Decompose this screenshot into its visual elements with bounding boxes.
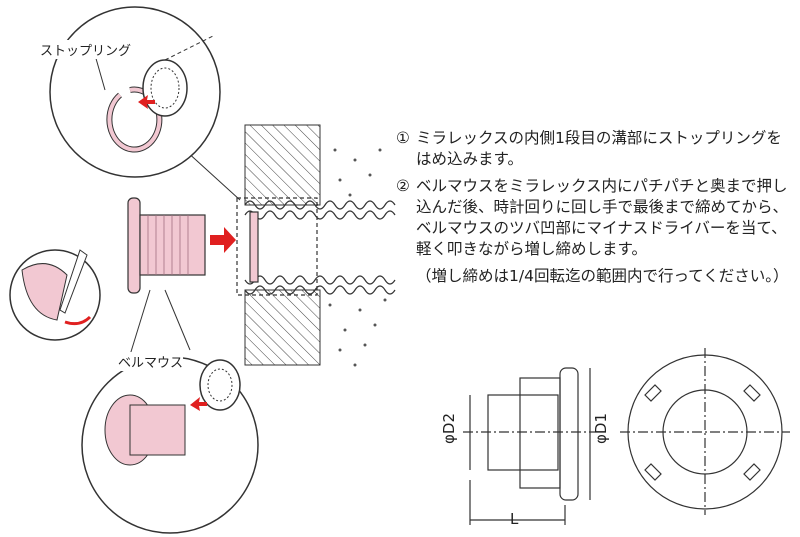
step-number: ②	[396, 177, 410, 195]
front-view-drawing	[620, 348, 790, 515]
step-2: ② ベルマウスをミラレックス内にパチパチと奥まで押し込んだ後、時計回りに回し手で…	[396, 176, 796, 260]
tightening-note: （増し締めは1/4回転迄の範囲内で行ってください。）	[416, 267, 789, 285]
ring-arrow	[138, 95, 155, 109]
stop-ring-label: ストップリング	[40, 40, 132, 59]
step-number: ①	[396, 129, 410, 147]
instruction-steps: ① ミラレックスの内側1段目の溝部にストップリングをはめ込みます。 ② ベルマウ…	[396, 128, 796, 287]
wall-section	[244, 124, 387, 367]
insert-arrow	[210, 227, 236, 253]
side-view-drawing	[463, 367, 595, 525]
step-1: ① ミラレックスの内側1段目の溝部にストップリングをはめ込みます。	[396, 128, 796, 170]
bell-mouth-part	[127, 197, 206, 294]
dimension-length: L	[510, 510, 519, 528]
step-text: ミラレックスの内側1段目の溝部にストップリングをはめ込みます。	[416, 129, 782, 168]
dimension-d2: φD2	[440, 413, 458, 444]
stop-ring-detail-circle	[49, 6, 241, 201]
bell-mouth-detail-circle	[81, 289, 259, 534]
corrugated-pipe	[236, 197, 396, 296]
step-text: ベルマウスをミラレックス内にパチパチと奥まで押し込んだ後、時計回りに回し手で最後…	[416, 177, 789, 258]
bell-mouth-label: ベルマウス	[118, 352, 184, 371]
screwdriver-detail-circle	[9, 249, 101, 341]
dimension-d1: φD1	[592, 413, 610, 444]
